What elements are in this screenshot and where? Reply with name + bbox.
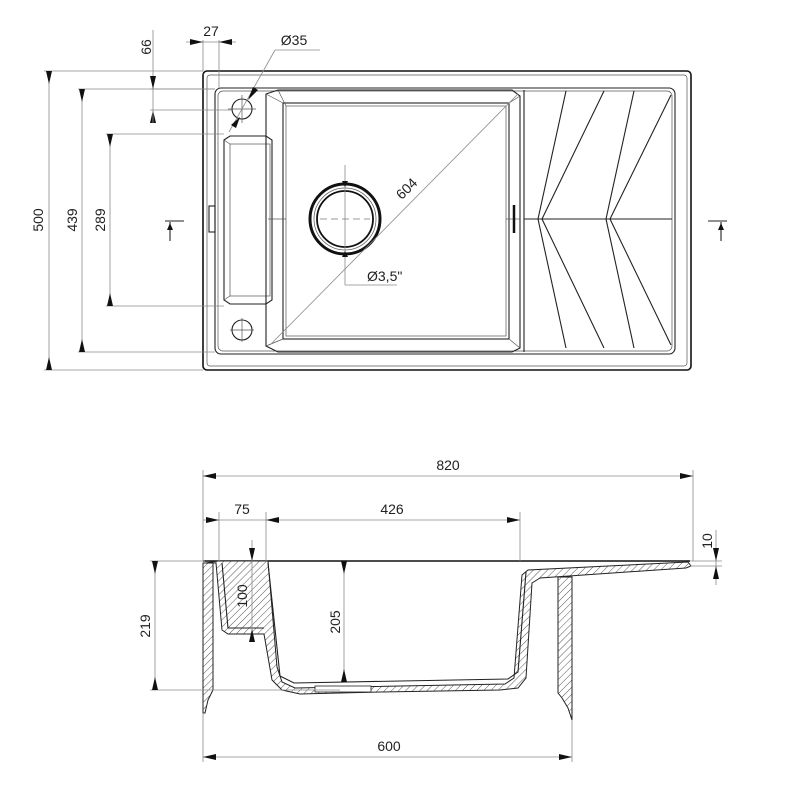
svg-text:10: 10 [699, 533, 715, 549]
svg-text:820: 820 [436, 457, 460, 473]
dimension-tap-hole-offset-y: 66 [138, 30, 232, 123]
dimension-tap-hole-offset-x: 27 [186, 23, 236, 88]
svg-text:600: 600 [377, 738, 401, 754]
svg-text:439: 439 [64, 208, 80, 232]
top-view: 500 439 289 66 [30, 23, 727, 371]
dimension-bowl-depth: 205 [327, 561, 347, 682]
dimension-bowl-diagonal: 604 [393, 174, 421, 202]
svg-text:27: 27 [203, 23, 219, 39]
svg-text:219: 219 [137, 614, 153, 638]
svg-text:205: 205 [327, 610, 343, 634]
cabinet-wall-right [557, 576, 573, 721]
dimension-tray-depth: 100 [234, 540, 255, 642]
dimension-inner-depth: 439 [64, 88, 215, 353]
svg-text:Ø35: Ø35 [281, 32, 308, 48]
cabinet-wall-left [202, 562, 214, 714]
tap-hole-bottom [230, 318, 254, 342]
dimension-tap-hole-diameter: Ø35 [228, 32, 320, 133]
dimension-bowl-width: 426 [380, 501, 521, 561]
svg-text:500: 500 [30, 208, 46, 232]
dimension-tray-depth: 289 [92, 133, 224, 307]
sink-outer-rim [202, 70, 692, 371]
sink-body-profile [205, 560, 692, 695]
drain-hole [308, 165, 397, 286]
section-marker-right [708, 220, 727, 241]
section-marker-left [165, 220, 184, 241]
drain-outlet [314, 685, 372, 693]
main-bowl [265, 89, 521, 353]
drainboard [523, 90, 672, 352]
dimension-overall-depth: 500 [30, 70, 203, 371]
svg-text:100: 100 [234, 584, 250, 608]
dimension-overall-width: 820 [202, 457, 694, 561]
svg-text:66: 66 [138, 39, 154, 55]
dimension-rim-thickness: 10 [690, 530, 722, 585]
dimension-cabinet-width: 600 [202, 713, 573, 762]
bowl-diagonal-line [269, 93, 519, 346]
svg-text:289: 289 [92, 208, 108, 232]
svg-text:426: 426 [380, 501, 404, 517]
svg-text:75: 75 [234, 501, 250, 517]
dimension-total-height: 219 [137, 560, 340, 691]
dimension-rim-to-bowl: 75 [203, 501, 520, 561]
dimension-drain-diameter: Ø3,5" [367, 268, 402, 284]
overflow-slot [208, 205, 216, 233]
accessory-tray [223, 135, 273, 305]
section-view: 820 75 426 10 [137, 457, 722, 762]
